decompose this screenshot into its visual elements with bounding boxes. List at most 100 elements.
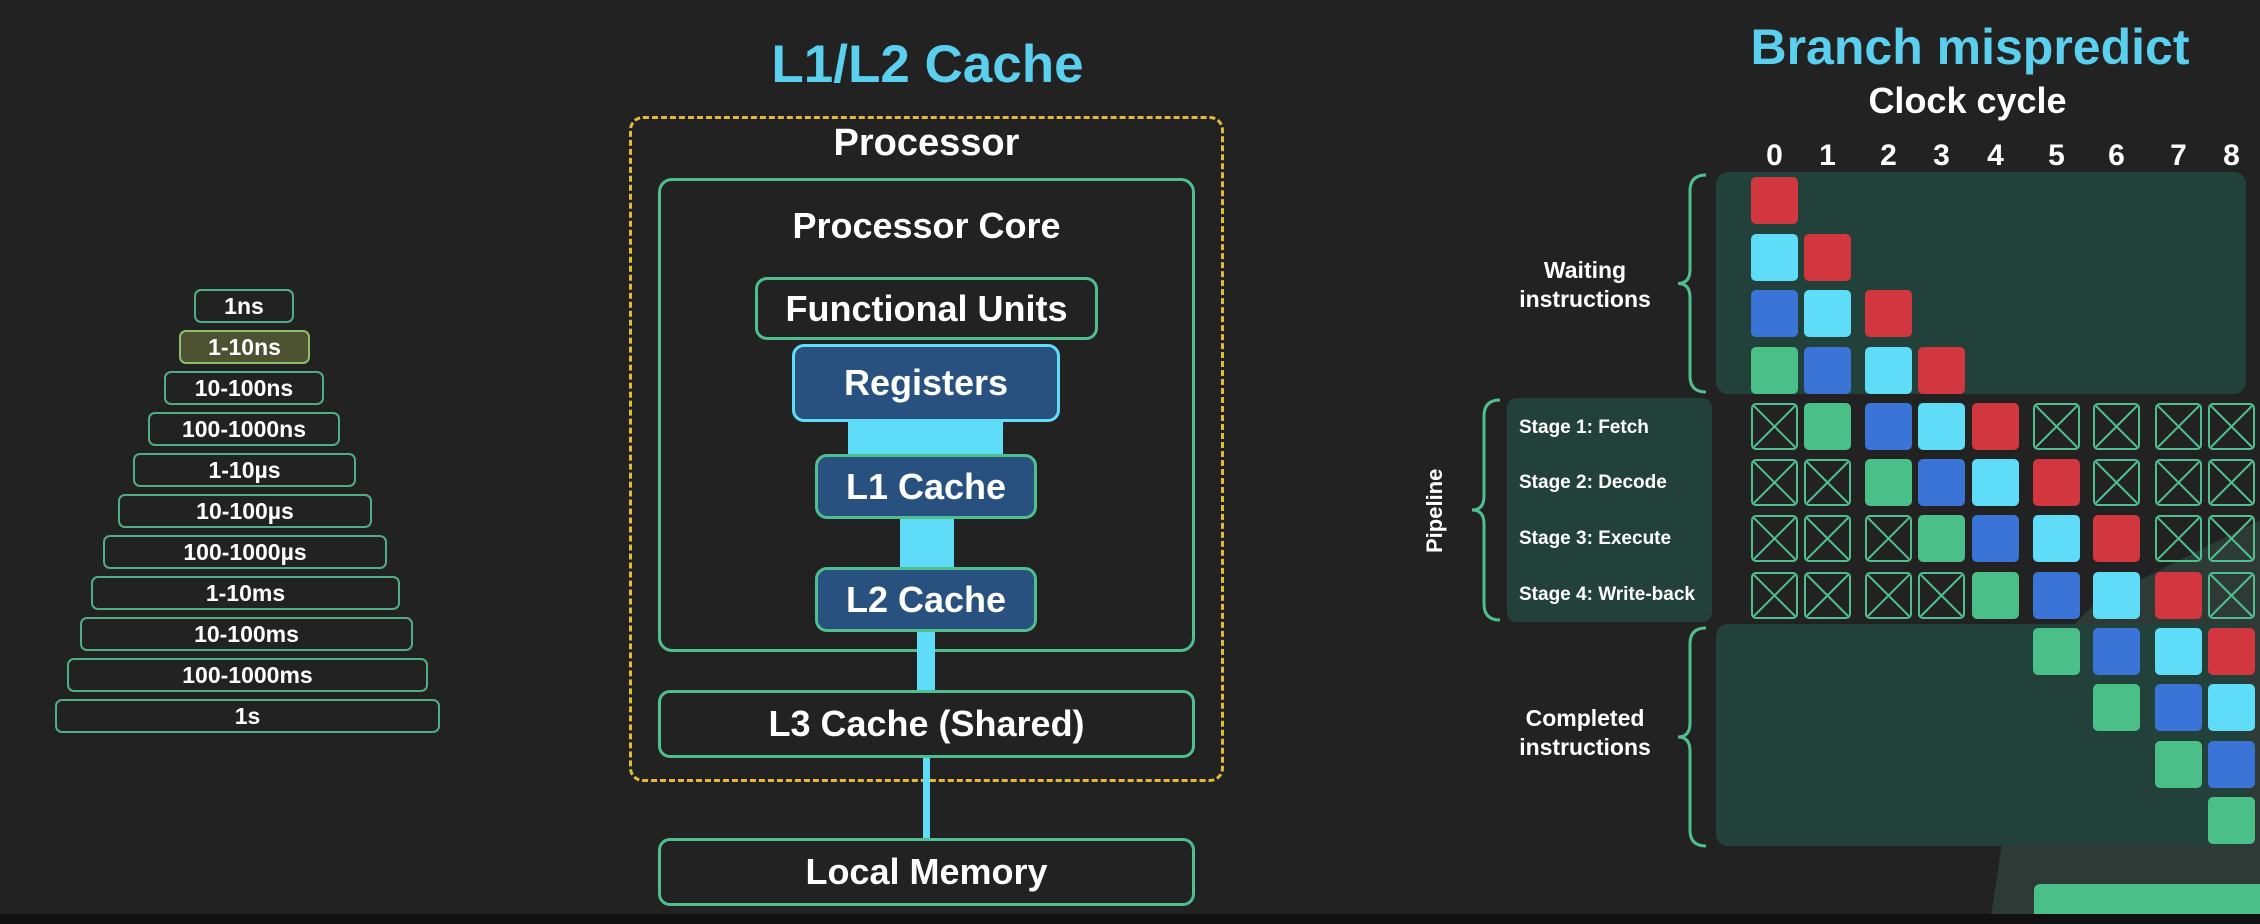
latency-level: 10-100µs	[118, 494, 372, 528]
cycle-label: 4	[1987, 139, 2004, 172]
completed-instruction	[2208, 684, 2255, 731]
empty-slot	[1865, 515, 1912, 562]
completed-instruction	[2155, 741, 2202, 788]
empty-slot	[2033, 403, 2080, 450]
pipeline-instruction	[2155, 572, 2202, 619]
registers-l1-link	[848, 422, 1003, 454]
completed-instruction	[2033, 628, 2080, 675]
empty-slot	[1751, 572, 1798, 619]
latency-level: 10-100ms	[80, 617, 413, 651]
empty-slot	[2093, 459, 2140, 506]
waiting-instruction	[1865, 347, 1912, 394]
pipeline-instruction	[1918, 403, 1965, 450]
cycle-label: 2	[1880, 139, 1897, 172]
stage-label-decode: Stage 2: Decode	[1519, 472, 1667, 493]
completed-panel	[1716, 624, 2246, 846]
waiting-instruction	[1751, 290, 1798, 337]
empty-slot	[1804, 459, 1851, 506]
cycle-label: 3	[1933, 139, 1950, 172]
completed-instruction	[2155, 684, 2202, 731]
empty-slot	[1751, 459, 1798, 506]
pipeline-instruction	[2033, 515, 2080, 562]
stage-label-fetch: Stage 1: Fetch	[1519, 417, 1649, 438]
pipeline-brace	[1471, 398, 1501, 622]
pipeline-panels	[1507, 172, 2260, 924]
empty-slot	[2093, 403, 2140, 450]
cycle-label: 8	[2223, 139, 2240, 172]
waiting-instruction	[1918, 347, 1965, 394]
empty-slot	[2208, 403, 2255, 450]
cache-title: L1/L2 Cache	[771, 35, 1084, 94]
pipeline-instruction	[1918, 515, 1965, 562]
latency-level-highlighted: 1-10ns	[179, 330, 310, 364]
cycle-label: 6	[2108, 139, 2125, 172]
pipeline-instruction	[2093, 515, 2140, 562]
latency-level: 1ns	[194, 289, 294, 323]
pipeline-instruction	[1972, 515, 2019, 562]
completed-instruction	[2155, 628, 2202, 675]
local-memory-block: Local Memory	[658, 838, 1195, 906]
latency-level: 10-100ns	[164, 371, 324, 405]
pipeline-instruction	[1918, 459, 1965, 506]
empty-slot	[2208, 515, 2255, 562]
registers-block: Registers	[792, 344, 1060, 422]
l1-l2-link	[900, 519, 954, 567]
empty-slot	[1751, 515, 1798, 562]
completed-instruction	[2208, 628, 2255, 675]
waiting-instruction	[1804, 234, 1851, 281]
waiting-instruction	[1804, 347, 1851, 394]
waiting-instruction	[1751, 234, 1798, 281]
empty-slot	[1865, 572, 1912, 619]
empty-slot	[1918, 572, 1965, 619]
pipeline-instruction	[1972, 572, 2019, 619]
l1-cache-block: L1 Cache	[815, 454, 1037, 519]
braces	[1471, 173, 1707, 848]
cycle-label: 0	[1766, 139, 1783, 172]
waiting-instruction	[1804, 290, 1851, 337]
pipeline-instruction	[1865, 459, 1912, 506]
pipeline-instruction	[1972, 459, 2019, 506]
l3-cache-block: L3 Cache (Shared)	[658, 690, 1195, 758]
waiting-panel	[1716, 172, 2246, 394]
pipeline-instruction	[1865, 403, 1912, 450]
empty-slot	[2208, 572, 2255, 619]
completed-instruction	[2093, 684, 2140, 731]
empty-slot	[2155, 459, 2202, 506]
completed-instruction	[2208, 797, 2255, 844]
functional-units-block: Functional Units	[755, 277, 1098, 340]
l3-memory-link	[923, 758, 930, 838]
completed-brace	[1677, 626, 1707, 848]
empty-slot	[2208, 459, 2255, 506]
pipeline-instruction	[1804, 403, 1851, 450]
empty-slot	[2155, 403, 2202, 450]
cycle-label: 7	[2170, 139, 2187, 172]
completed-instruction	[2208, 741, 2255, 788]
waiting-brace	[1677, 173, 1707, 394]
latency-level: 100-1000ns	[148, 412, 340, 446]
cycle-label: 1	[1819, 139, 1836, 172]
latency-level: 1-10ms	[91, 576, 400, 610]
completed-label: Completed instructions	[1519, 705, 1651, 760]
pipeline-instruction	[2033, 572, 2080, 619]
empty-slot	[1804, 515, 1851, 562]
bottom-strip	[0, 914, 2260, 924]
stage-label-panel	[1507, 398, 1712, 622]
waiting-instruction	[1751, 177, 1798, 224]
waiting-label: Waiting instructions	[1519, 257, 1651, 312]
l2-cache-block: L2 Cache	[815, 567, 1037, 632]
stage-label-writeback: Stage 4: Write-back	[1519, 584, 1695, 605]
l2-l3-link	[917, 632, 935, 690]
processor-core-label: Processor Core	[792, 205, 1061, 246]
partial-block	[2034, 884, 2260, 914]
stage-label-execute: Stage 3: Execute	[1519, 528, 1672, 549]
empty-slot	[1751, 403, 1798, 450]
latency-level: 1-10µs	[133, 453, 356, 487]
cycle-labels: 0 1 2 3 4 5 6 7 8	[1766, 139, 2240, 172]
processor-label: Processor	[833, 122, 1020, 164]
pipeline-title: Branch mispredict	[1750, 19, 2190, 75]
cycle-label: 5	[2048, 139, 2065, 172]
pipeline-instruction	[1972, 403, 2019, 450]
clock-cycle-label: Clock cycle	[1868, 80, 2067, 121]
pipeline-label: Pipeline	[1422, 468, 1447, 553]
